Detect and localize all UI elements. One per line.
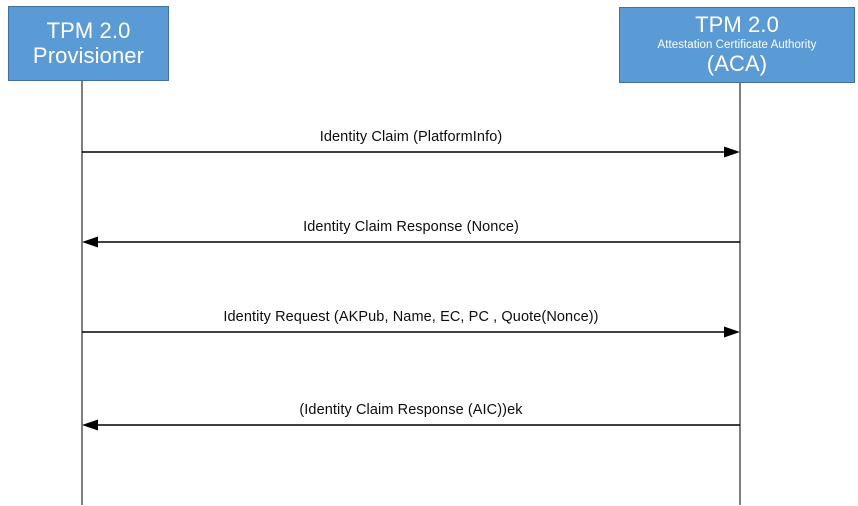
actor-provisioner-title: TPM 2.0 (46, 17, 131, 43)
actor-aca-title: TPM 2.0 (695, 11, 779, 37)
message-3-label: Identity Request (AKPub, Name, EC, PC , … (223, 309, 599, 325)
message-2-label: Identity Claim Response (Nonce) (303, 219, 519, 235)
actor-box-provisioner[interactable]: TPM 2.0 Provisioner (8, 6, 169, 81)
message-3-arrow-right-icon (82, 326, 740, 338)
message-1-label: Identity Claim (PlatformInfo) (319, 129, 503, 145)
actor-aca-subtitle: Attestation Certificate Authority (657, 38, 817, 51)
message-4-arrow-left-icon (82, 419, 740, 431)
message-4-label: (Identity Claim Response (AIC))ek (299, 402, 523, 418)
lifeline-aca (739, 83, 741, 505)
actor-box-aca[interactable]: TPM 2.0 Attestation Certificate Authorit… (619, 7, 855, 83)
actor-aca-name: (ACA) (706, 51, 768, 77)
actor-provisioner-name: Provisioner (32, 42, 145, 68)
lifeline-provisioner (81, 81, 83, 505)
message-2-arrow-left-icon (82, 236, 740, 248)
message-1-arrow-right-icon (82, 146, 740, 158)
